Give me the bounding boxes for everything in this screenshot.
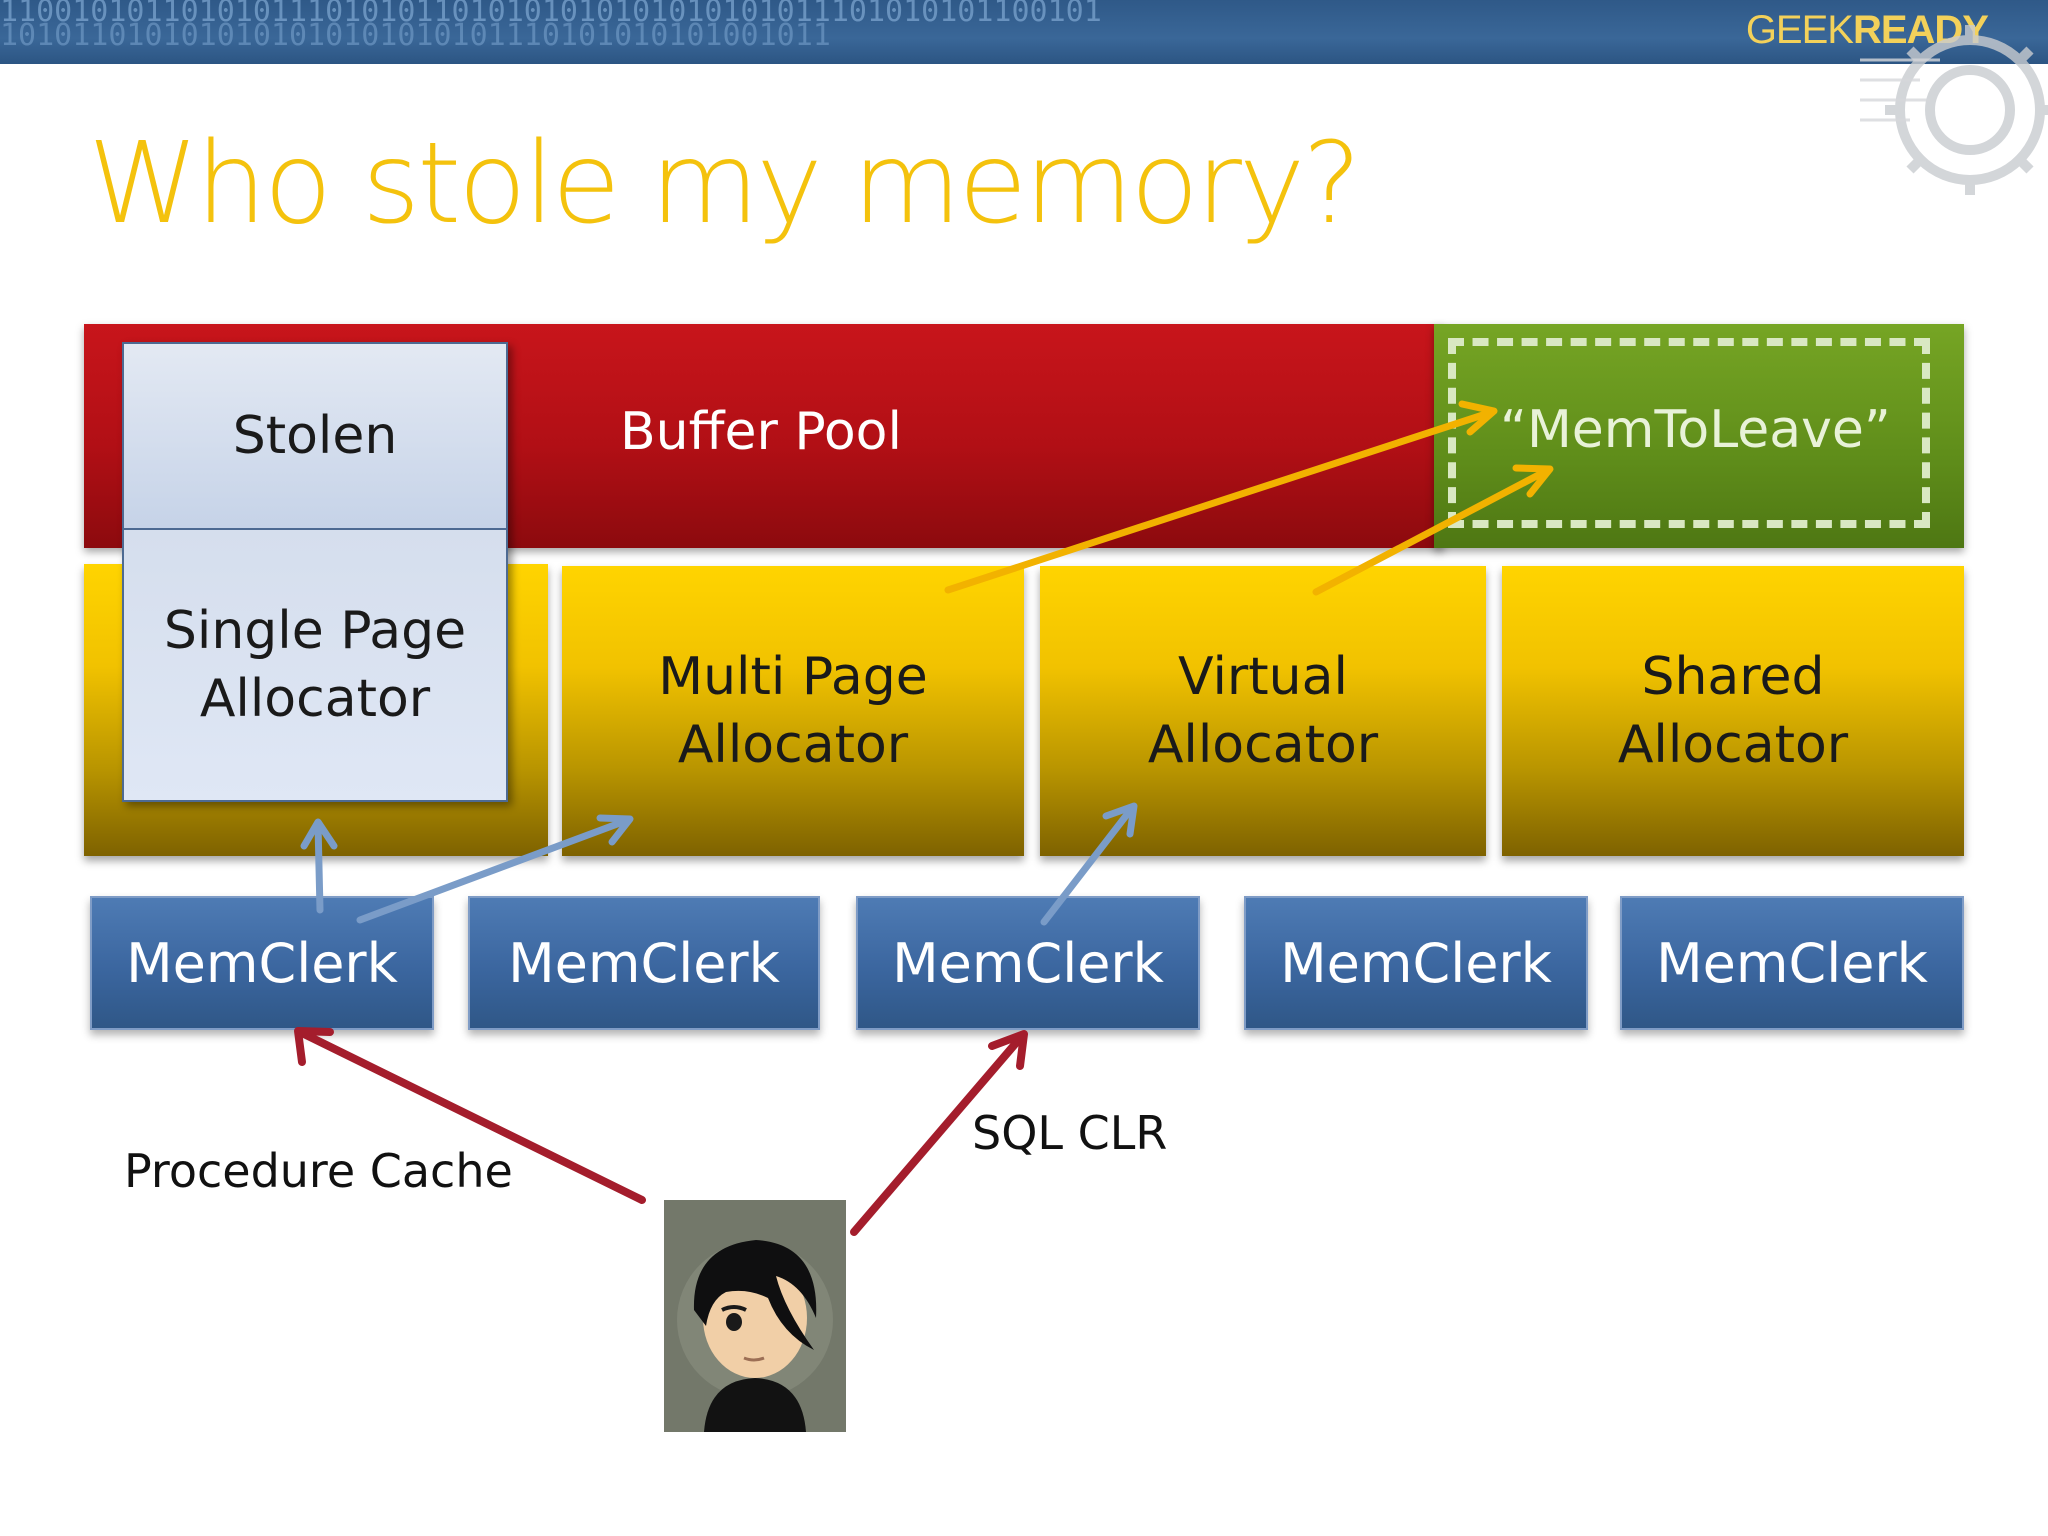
slide-title: Who stole my memory? — [88, 119, 1362, 249]
single-page-allocator-line1: Single Page — [163, 601, 467, 661]
user-avatar-icon — [664, 1200, 846, 1432]
procedure-cache-label: Procedure Cache — [124, 1144, 513, 1198]
arrow-avatar-to-clerk1-head — [294, 1027, 334, 1066]
memclerk-5: MemClerk — [1620, 896, 1964, 1030]
arrow-avatar-to-clerk3-head — [988, 1030, 1028, 1070]
multi-page-allocator-line2: Allocator — [677, 715, 909, 775]
sql-clr-label: SQL CLR — [972, 1106, 1168, 1160]
memclerk-2: MemClerk — [468, 896, 820, 1030]
header-banner: 1100101011010101110101011010101010101010… — [0, 0, 2048, 64]
memclerk-4: MemClerk — [1244, 896, 1588, 1030]
stolen-box: Stolen — [122, 342, 508, 530]
virtual-allocator-line1: Virtual — [1178, 647, 1348, 707]
shared-allocator-line2: Allocator — [1617, 715, 1849, 775]
single-page-allocator-line2: Allocator — [199, 669, 431, 729]
stolen-label: Stolen — [232, 406, 398, 466]
gear-icon — [1860, 25, 2048, 195]
memtoleave-label: “MemToLeave” — [1500, 400, 1891, 460]
binary-pattern-top: 1100101011010101110101011010101010101010… — [0, 0, 1102, 29]
binary-pattern-bottom: 1010110101010101010101010101110101010101… — [0, 18, 831, 53]
multi-page-allocator-line1: Multi Page — [658, 647, 928, 707]
memclerk-1: MemClerk — [90, 896, 434, 1030]
shared-allocator-line1: Shared — [1641, 647, 1825, 707]
buffer-pool-label: Buffer Pool — [620, 402, 902, 462]
logo-geek-text: GEEK — [1745, 8, 1854, 52]
memclerk-3: MemClerk — [856, 896, 1200, 1030]
virtual-allocator-line2: Allocator — [1147, 715, 1379, 775]
